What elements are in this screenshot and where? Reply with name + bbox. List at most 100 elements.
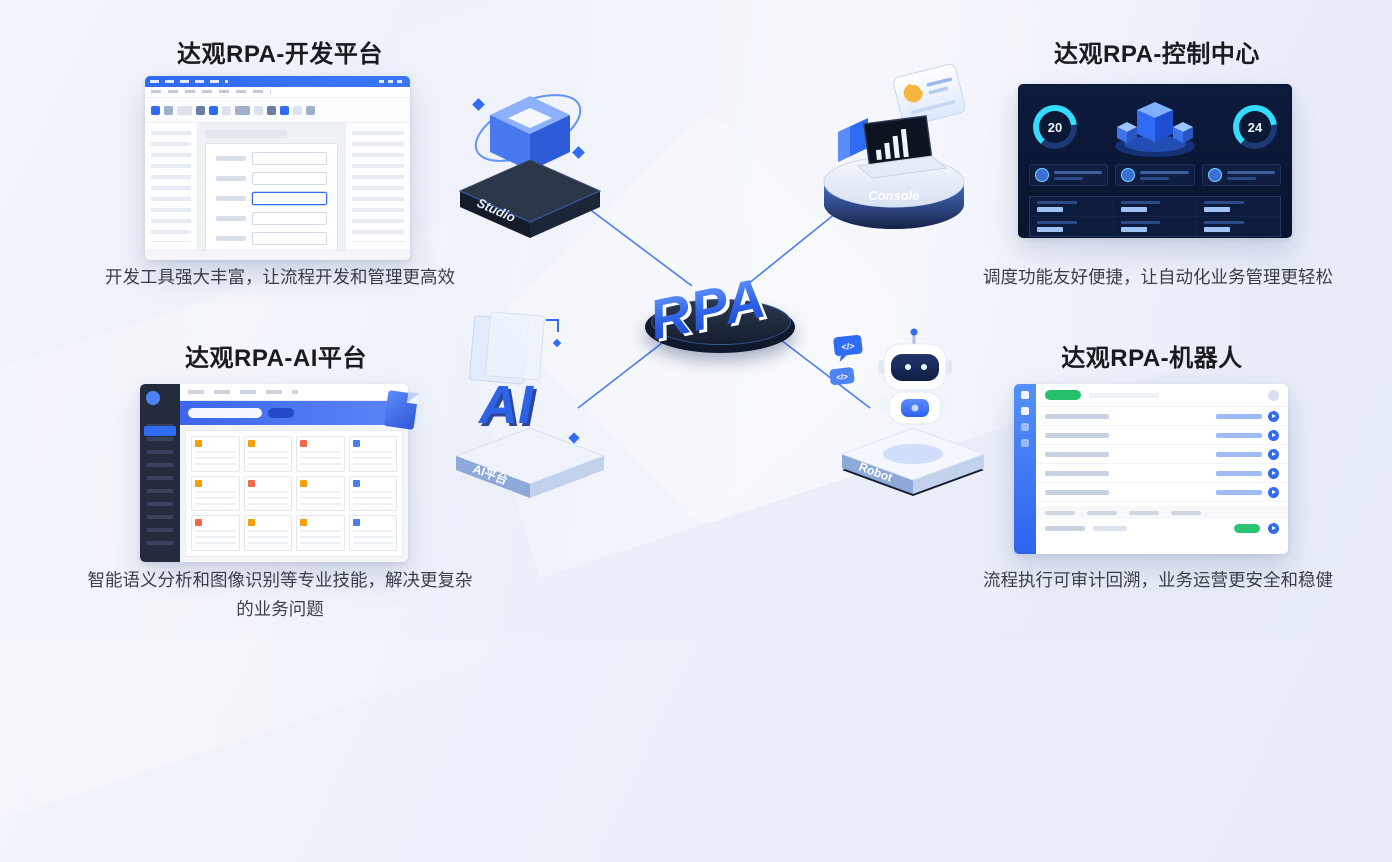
play-icon: [1268, 486, 1279, 498]
robot-status-card: [1201, 164, 1281, 186]
ai-sidebar: [140, 384, 180, 562]
toolbar-chip: [280, 105, 289, 115]
form-row: [216, 152, 327, 165]
toolbar-chip: [267, 105, 276, 115]
toolbar-chip: [235, 105, 250, 115]
dev-attributes-panel: [345, 123, 410, 250]
corner-bracket: [546, 319, 559, 332]
task-row: [1036, 445, 1288, 464]
avatar: [1035, 168, 1049, 182]
task-row: [1036, 426, 1288, 445]
doc-card: [348, 475, 397, 512]
ai-platform-caption: 智能语义分析和图像识别等专业技能，解决更复杂的业务问题: [87, 570, 473, 619]
doc-card: [296, 475, 345, 512]
stat-cell: [1113, 217, 1197, 236]
doc-card: [348, 515, 397, 551]
play-icon: [1268, 467, 1279, 479]
ai-banner-button: [268, 408, 294, 418]
toolbar-chip: [164, 105, 173, 115]
control-center-screenshot: 20 24: [1018, 84, 1292, 238]
gauge-right: 24: [1233, 105, 1277, 149]
stat-cell: [1113, 197, 1197, 216]
ai-document-grid: [185, 430, 403, 557]
success-badge: [1234, 524, 1260, 533]
table-row: [1036, 519, 1288, 538]
ai-sidebar-active-item: [144, 426, 176, 436]
robot-title: 达观RPA-机器人: [1061, 345, 1243, 372]
task-row: [1036, 483, 1288, 502]
stats-grid: [1029, 196, 1281, 237]
form-row: [216, 212, 327, 225]
antenna-tip: [910, 328, 918, 336]
console-node-icon: Console: [823, 64, 966, 229]
form-row-active: [216, 192, 327, 205]
toolbar-chip: [254, 105, 263, 115]
dev-platform-caption: 开发工具强大丰富，让流程开发和管理更高效: [105, 267, 455, 287]
ai-platform-screenshot: [140, 384, 408, 562]
control-center-title: 达观RPA-控制中心: [1054, 41, 1260, 68]
ai-platform-title: 达观RPA-AI平台: [185, 345, 367, 372]
ai-glyph: AI: [477, 375, 534, 435]
dev-project-tree-panel: [145, 123, 198, 250]
code-glyph: </>: [841, 341, 855, 352]
gauge-left: 20: [1033, 105, 1077, 149]
dev-menubar: [145, 87, 410, 98]
blue-dot: [552, 338, 562, 348]
play-icon: [1268, 523, 1279, 534]
play-icon: [1268, 448, 1279, 460]
toolbar-chip: [222, 105, 231, 115]
table-header: [1036, 506, 1288, 519]
doc-card: [243, 436, 292, 472]
dev-platform-screenshot: [145, 76, 410, 260]
robot-status-card: [1029, 164, 1109, 186]
laptop-with-chart: [856, 115, 948, 179]
doc-card: [296, 515, 345, 551]
robot-screenshot: [1014, 384, 1288, 554]
dev-platform-title: 达观RPA-开发平台: [177, 41, 383, 68]
dev-properties-form: [205, 143, 338, 254]
rpa-ecosystem-diagram: 达观RPA-开发平台 达观RPA-控制中心 达观RPA-AI平台 达观RPA-机…: [0, 0, 1392, 638]
gauge-right-value: 24: [1247, 119, 1263, 135]
robot-node-icon: </> </> Robot: [829, 328, 986, 496]
start-button: [1045, 390, 1081, 400]
robot-eye: [921, 364, 927, 370]
robot-face-screen: [891, 354, 939, 381]
gauge-left-value: 20: [1047, 119, 1063, 135]
dev-ribbon-toolbar: [145, 98, 410, 123]
avatar: [1268, 389, 1279, 401]
toolbar-chip: [196, 105, 205, 115]
robot-caption: 流程执行可审计回溯，业务运营更安全和稳健: [983, 570, 1333, 590]
toolbar-chip: [306, 105, 315, 115]
doc-card: [243, 475, 292, 512]
robot-icon-rail: [1014, 384, 1036, 554]
doc-card: [296, 436, 345, 472]
doc-card: [191, 515, 240, 551]
isometric-city-graphic: [1115, 102, 1195, 157]
doc-card: [348, 436, 397, 472]
stat-cell: [1030, 217, 1113, 236]
doc-card: [191, 436, 240, 472]
ai-search-box: [188, 408, 262, 418]
report-card: [893, 64, 966, 127]
code-chat-bubble: </>: [829, 367, 855, 386]
satellite-diamond: [472, 98, 485, 111]
dev-flow-canvas: [198, 123, 345, 254]
task-row: [1036, 407, 1288, 426]
rpa-hub: RPA RPA: [644, 242, 795, 357]
robot-status-card: [1115, 164, 1195, 186]
stat-cell: [1197, 197, 1280, 216]
form-row: [216, 172, 327, 185]
studio-node-icon: Studio: [458, 94, 602, 238]
console-label: Console: [868, 188, 919, 203]
ai-topbar: [180, 384, 408, 401]
dev-window-titlebar: [145, 76, 410, 87]
robot-eye: [905, 364, 911, 370]
dev-status-bar: [145, 250, 410, 260]
toolbar-chip: [209, 105, 218, 115]
stat-cell: [1197, 217, 1280, 236]
toolbar-chip: [177, 105, 192, 115]
doc-card: [191, 475, 240, 512]
ai-node-icon: AI AI AI平台: [454, 311, 606, 498]
toolbar-bar: [1089, 392, 1159, 398]
blue-diamond: [568, 432, 580, 444]
